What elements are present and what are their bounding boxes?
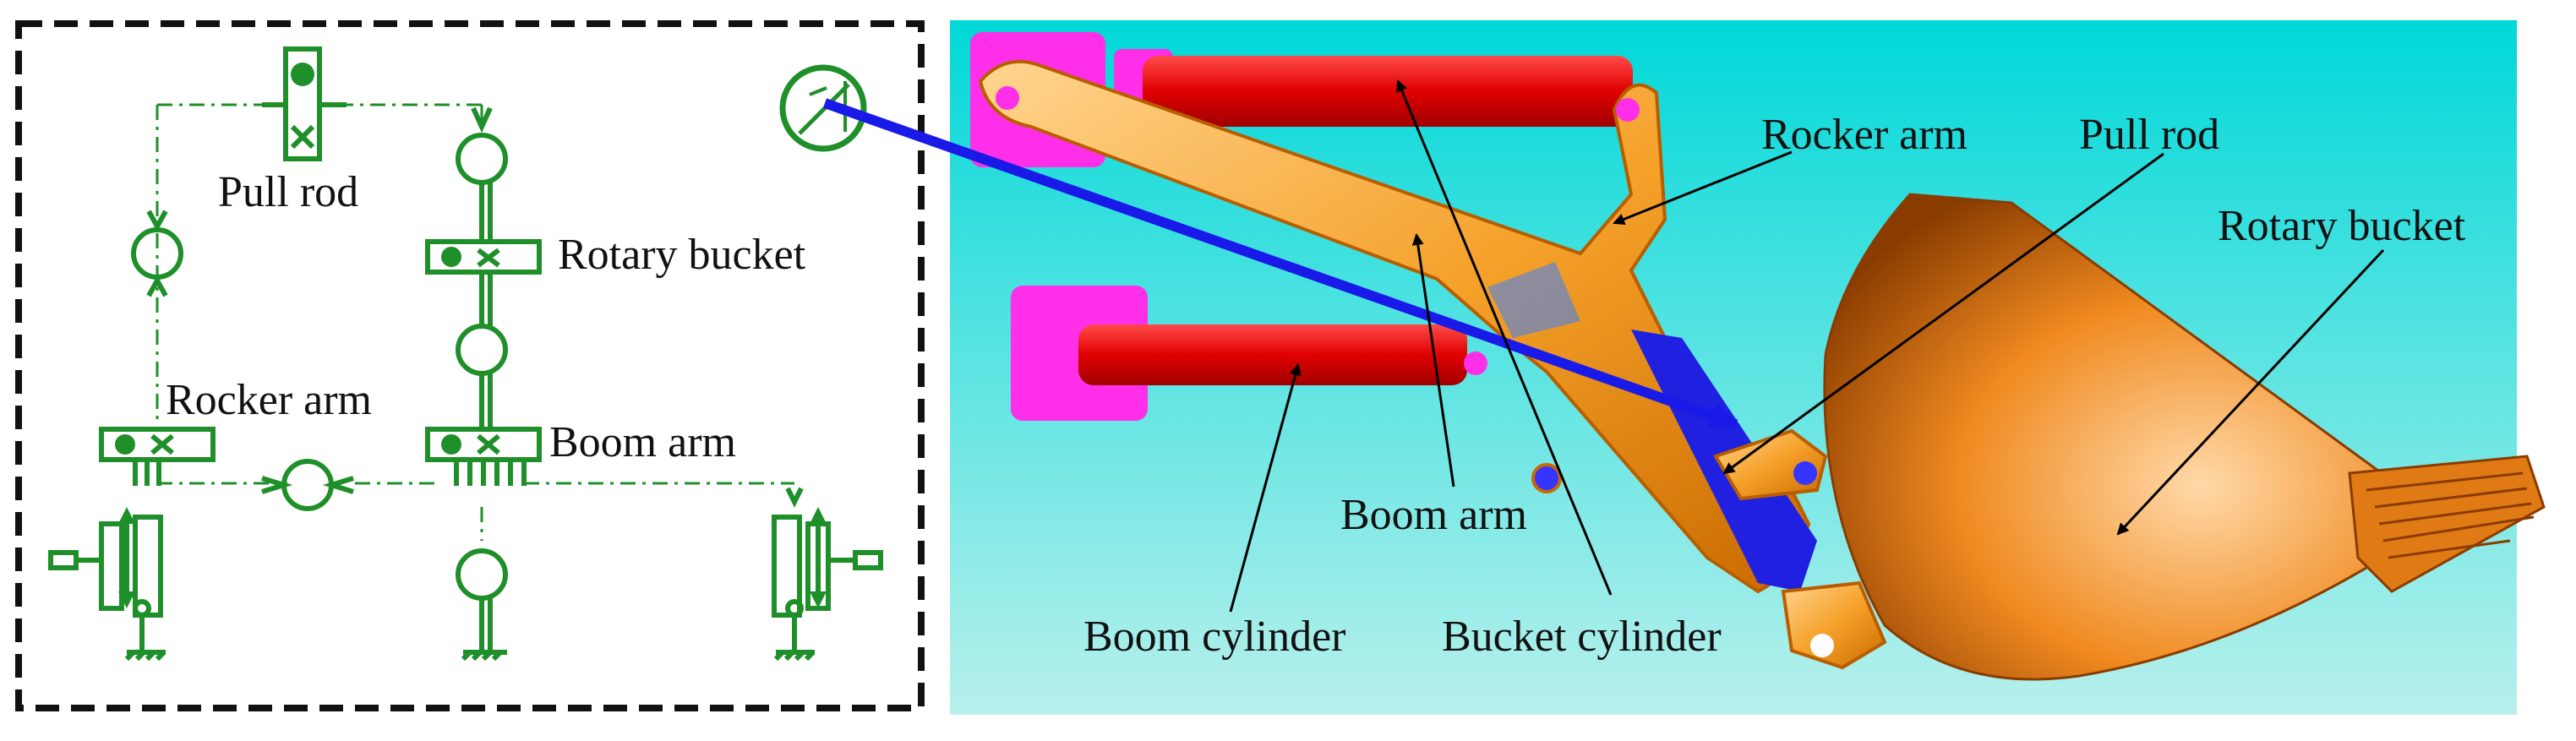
schematic-links [156, 103, 794, 541]
model-pointers [1229, 79, 2385, 613]
middle-ground-symbol [456, 548, 508, 662]
pull-rod-joint-symbol [262, 46, 347, 161]
rocker-link-symbol [131, 210, 183, 297]
pull-rod-pin [1793, 461, 1817, 485]
model-label-bucket-cylinder: Bucket cylinder [1442, 613, 1722, 661]
rotary-bucket-symbol [425, 239, 542, 275]
right-cylinder-symbol [772, 487, 883, 662]
rotary-bucket-body [1823, 193, 2453, 681]
model-label-boom-cylinder: Boom cylinder [1083, 613, 1346, 661]
boom-pin [1464, 351, 1487, 375]
pivot-joint-icon [779, 64, 867, 152]
schematic-label-pull-rod: Pull rod [218, 168, 358, 216]
boom-cylinder-body [1078, 324, 1467, 385]
boom-arm-cutout [1487, 262, 1580, 338]
model-panel [950, 20, 2546, 715]
bucket-teeth [2348, 455, 2546, 593]
bucket-cylinder-body [1143, 56, 1633, 127]
boom-arm-body [978, 59, 1811, 594]
left-cylinder-symbol [48, 507, 166, 662]
boom-arm-symbol [425, 427, 542, 486]
link-pin [1531, 463, 1562, 493]
correspondence-arrow [823, 98, 1741, 429]
model-label-rocker-arm: Rocker arm [1761, 111, 1967, 159]
rocker-pin [1616, 98, 1640, 122]
upper-pin [996, 86, 1019, 110]
schematic-panel: Pull rod Rotary bucket Rocker arm Boom a… [15, 20, 925, 711]
middle-joint-symbol [261, 459, 354, 511]
model-label-rotary-bucket: Rotary bucket [2218, 202, 2466, 250]
schematic-label-rocker-arm: Rocker arm [166, 376, 372, 424]
model-label-boom-arm: Boom arm [1340, 491, 1527, 539]
boom-column-symbols [456, 106, 508, 431]
schematic-label-rotary-bucket: Rotary bucket [558, 231, 806, 279]
rocker-arm-symbol [99, 427, 216, 486]
schematic-label-boom-arm: Boom arm [549, 418, 736, 466]
bucket-hinge [1781, 580, 1887, 670]
model-label-pull-rod: Pull rod [2079, 111, 2219, 159]
